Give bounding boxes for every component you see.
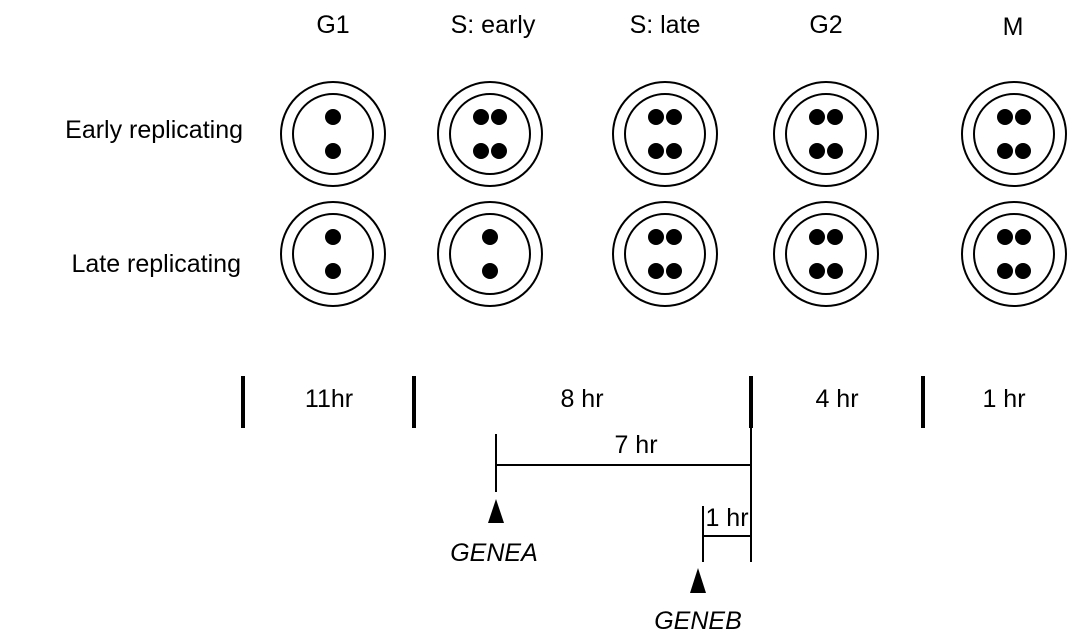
chromatid-dot [809, 263, 825, 279]
cell-outer-ring [961, 201, 1067, 307]
chromatid-dot [325, 263, 341, 279]
cell-outer-ring [612, 201, 718, 307]
interval-7hr-label: 7 hr [614, 431, 657, 459]
nucleus-inner-ring [624, 213, 706, 295]
row-labels: Early replicating Late replicating [65, 116, 243, 278]
chromatid-dot [648, 229, 664, 245]
phase-label-g1: G1 [316, 11, 349, 39]
cell-outer-ring [437, 81, 543, 187]
chromatid-dot [997, 229, 1013, 245]
cell-outer-ring [437, 201, 543, 307]
nucleus-late-g2 [773, 201, 879, 307]
chromatid-dot [491, 143, 507, 159]
nucleus-early-g1 [280, 81, 386, 187]
cell-outer-ring [280, 201, 386, 307]
cell-outer-ring [612, 81, 718, 187]
nucleus-inner-ring [785, 213, 867, 295]
nuclei-grid [280, 81, 1067, 307]
chromatid-dot [1015, 229, 1031, 245]
gene-a-label: GENEA [450, 539, 538, 567]
chromatid-dot [648, 263, 664, 279]
chromatid-dot [482, 263, 498, 279]
chromatid-dot [827, 143, 843, 159]
chromatid-dot [827, 109, 843, 125]
chromatid-dot [809, 109, 825, 125]
chromatid-dot [997, 143, 1013, 159]
duration-labels: 11hr 8 hr 4 hr 1 hr [305, 385, 1026, 413]
phase-label-s-early: S: early [451, 11, 536, 39]
row-label-early: Early replicating [65, 116, 243, 144]
gene-a-marker: GENEA [450, 499, 538, 567]
cell-outer-ring [773, 81, 879, 187]
chromatid-dot [491, 109, 507, 125]
nucleus-late-g1 [280, 201, 386, 307]
nucleus-early-g2 [773, 81, 879, 187]
nucleus-inner-ring [449, 93, 531, 175]
chromatid-dot [666, 263, 682, 279]
phase-label-g2: G2 [809, 11, 842, 39]
cell-outer-ring [280, 81, 386, 187]
interval-1hr [702, 506, 751, 562]
gene-b-marker: GENEB [654, 568, 742, 635]
chromatid-dot [482, 229, 498, 245]
nucleus-late-s-early [437, 201, 543, 307]
nucleus-inner-ring [624, 93, 706, 175]
chromatid-dot [325, 109, 341, 125]
nucleus-early-m [961, 81, 1067, 187]
nucleus-inner-ring [785, 93, 867, 175]
nucleus-inner-ring [973, 213, 1055, 295]
duration-s: 8 hr [560, 385, 603, 413]
interval-7hr [495, 428, 752, 562]
nucleus-early-s-late [612, 81, 718, 187]
chromatid-dot [325, 229, 341, 245]
chromatid-dot [827, 263, 843, 279]
cell-outer-ring [961, 81, 1067, 187]
chromatid-dot [473, 143, 489, 159]
nucleus-inner-ring [973, 93, 1055, 175]
nucleus-inner-ring [449, 213, 531, 295]
chromatid-dot [473, 109, 489, 125]
phase-label-m: M [1003, 13, 1024, 41]
gene-a-arrow-icon [488, 499, 504, 523]
chromatid-dot [1015, 109, 1031, 125]
chromatid-dot [809, 143, 825, 159]
chromatid-dot [1015, 263, 1031, 279]
chromatid-dot [809, 229, 825, 245]
nucleus-inner-ring [292, 213, 374, 295]
duration-m: 1 hr [982, 385, 1025, 413]
chromatid-dot [827, 229, 843, 245]
phase-label-s-late: S: late [630, 11, 701, 39]
chromatid-dot [666, 109, 682, 125]
chromatid-dot [666, 229, 682, 245]
chromatid-dot [666, 143, 682, 159]
nucleus-late-s-late [612, 201, 718, 307]
duration-g2: 4 hr [815, 385, 858, 413]
chromatid-dot [648, 143, 664, 159]
phase-timeline [241, 376, 925, 428]
cell-outer-ring [773, 201, 879, 307]
duration-g1: 11hr [305, 385, 353, 413]
chromatid-dot [997, 109, 1013, 125]
row-label-late: Late replicating [71, 250, 241, 278]
gene-b-arrow-icon [690, 568, 706, 593]
gene-b-label: GENEB [654, 607, 742, 635]
chromatid-dot [1015, 143, 1031, 159]
chromatid-dot [648, 109, 664, 125]
chromatid-dot [997, 263, 1013, 279]
nucleus-late-m [961, 201, 1067, 307]
interval-1hr-label: 1 hr [705, 504, 748, 532]
nucleus-early-s-early [437, 81, 543, 187]
chromatid-dot [325, 143, 341, 159]
phase-headers: G1 S: early S: late G2 M [316, 11, 1023, 41]
nucleus-inner-ring [292, 93, 374, 175]
